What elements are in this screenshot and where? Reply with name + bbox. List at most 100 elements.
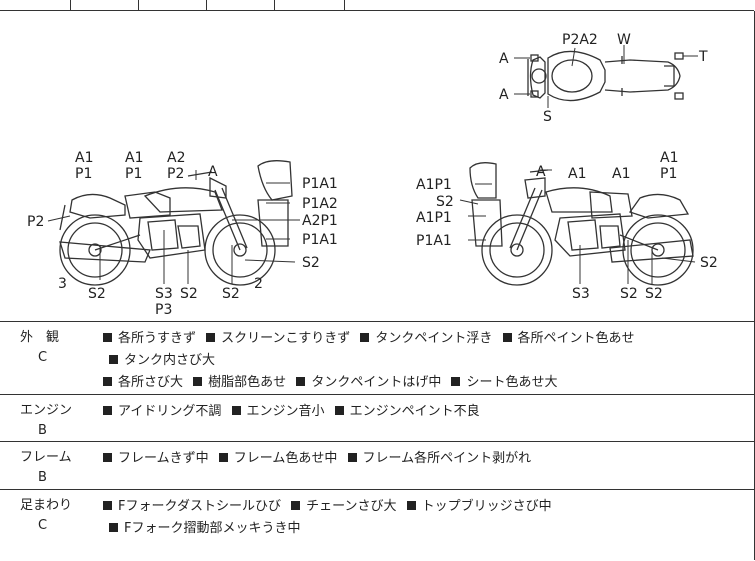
label-s2: S2 — [222, 286, 240, 302]
label-p2a2: P2A2 — [562, 32, 598, 48]
section-exterior: 外 観 C 各所うすきず スクリーンこすりきず タンクペイント浮き 各所ペイント… — [0, 322, 755, 395]
label-a1: A1 — [568, 166, 586, 182]
right-view-labels: A A1 A1 A1 P1 A1P1 S2 A1P1 P1A1 S2 S3 S2… — [416, 150, 718, 302]
label-s3: S3 — [572, 286, 590, 302]
defect-text: シート色あせ大 — [466, 375, 558, 390]
top-view-motorcycle — [527, 50, 684, 102]
label-s2: S2 — [180, 286, 198, 302]
section-category: フレーム — [20, 450, 72, 465]
defect-list: Fフォークダストシールひび チェーンさび大 トップブリッジさび中 Fフォーク摺動… — [103, 496, 743, 540]
defect-text: トップブリッジさび中 — [421, 499, 552, 514]
defect-list: アイドリング不調 エンジン音小 エンジンペイント不良 — [103, 401, 743, 423]
bullet-square-icon — [103, 501, 112, 510]
bullet-square-icon — [206, 333, 216, 342]
defect-item: トップブリッジさび中 — [401, 499, 552, 514]
defect-item: 各所ペイント色あせ — [497, 331, 635, 346]
label-p1: P1 — [75, 166, 92, 182]
label-w: W — [617, 32, 631, 48]
defect-text: エンジン音小 — [246, 404, 325, 419]
section-grade: B — [38, 423, 47, 438]
label-a1p1: A1P1 — [416, 210, 452, 226]
table-cell — [274, 0, 345, 10]
defect-item: タンクペイント浮き — [354, 331, 492, 346]
table-cell — [70, 0, 139, 10]
label-p2: P2 — [167, 166, 184, 182]
defect-text: 各所ペイント色あせ — [517, 331, 635, 346]
defect-list: 各所うすきず スクリーンこすりきず タンクペイント浮き 各所ペイント色あせ タン… — [103, 328, 743, 394]
defect-text: スクリーンこすりきず — [221, 331, 351, 346]
defect-item: タンク内さび大 — [103, 353, 215, 368]
label-p1a1: P1A1 — [416, 233, 452, 249]
label-a: A — [499, 51, 509, 67]
bullet-square-icon — [406, 501, 416, 510]
bullet-square-icon — [103, 453, 112, 462]
label-s2: S2 — [620, 286, 638, 302]
defect-item: フレーム色あせ中 — [213, 451, 338, 466]
bullet-square-icon — [291, 501, 301, 510]
right-view-motorcycle — [469, 162, 694, 286]
defect-text: タンクペイント浮き — [375, 331, 493, 346]
defect-list: フレームきず中 フレーム色あせ中 フレーム各所ペイント剥がれ — [103, 448, 743, 470]
label-s2: S2 — [700, 255, 718, 271]
defect-item: 樹脂部色あせ — [187, 375, 286, 390]
section-grade: C — [38, 518, 48, 533]
defect-item: フレームきず中 — [103, 451, 209, 466]
defect-text: 各所うすきず — [118, 331, 197, 346]
section-category: 足まわり — [20, 498, 73, 513]
section-engine: エンジン B アイドリング不調 エンジン音小 エンジンペイント不良 — [0, 395, 755, 442]
defect-item: 各所うすきず — [103, 331, 196, 346]
bullet-square-icon — [193, 377, 203, 386]
label-a1: A1 — [612, 166, 630, 182]
defect-item: フレーム各所ペイント剥がれ — [342, 451, 531, 466]
label-p1a2: P1A2 — [302, 196, 338, 212]
defect-text: タンク内さび大 — [124, 353, 216, 368]
section-suspension: 足まわり C Fフォークダストシールひび チェーンさび大 トップブリッジさび中 … — [0, 490, 755, 560]
defect-text: 各所さび大 — [118, 375, 184, 390]
label-p1a1: P1A1 — [302, 176, 338, 192]
section-grade: B — [38, 470, 47, 485]
section-category: 外 観 — [20, 330, 60, 345]
defect-text: 樹脂部色あせ — [208, 375, 287, 390]
bullet-square-icon — [231, 406, 241, 415]
section-header: 外 観 C — [20, 328, 90, 368]
label-a1: A1 — [75, 150, 93, 166]
bullet-square-icon — [103, 333, 112, 342]
label-a1p1: A1P1 — [416, 177, 452, 193]
label-p2: P2 — [27, 214, 44, 230]
damage-diagram: P2A2 W A A T S A1 P1 A1 P1 A2 P2 A P2 P1… — [0, 11, 755, 322]
table-top-row — [0, 0, 754, 11]
label-t: T — [698, 49, 708, 65]
label-s3: S3 — [155, 286, 173, 302]
bullet-square-icon — [109, 355, 118, 364]
bullet-square-icon — [103, 406, 112, 415]
bullet-square-icon — [334, 406, 344, 415]
label-a: A — [499, 87, 509, 103]
defect-text: フレーム色あせ中 — [233, 451, 338, 466]
section-grade: C — [38, 350, 48, 365]
label-s2: S2 — [645, 286, 663, 302]
defect-item: 各所さび大 — [103, 375, 183, 390]
bullet-square-icon — [103, 377, 112, 386]
motorcycle-diagram: P2A2 W A A T S A1 P1 A1 P1 A2 P2 A P2 P1… — [27, 32, 718, 318]
defect-item: チェーンさび大 — [285, 499, 396, 514]
label-a2: A2 — [167, 150, 185, 166]
defect-item: エンジン音小 — [226, 404, 325, 419]
defect-text: フレームきず中 — [118, 451, 209, 466]
label-p1a1: P1A1 — [302, 232, 338, 248]
section-header: エンジン B — [20, 401, 90, 441]
left-view-labels: A1 P1 A1 P1 A2 P2 A P2 P1A1 P1A2 A2P1 P1… — [27, 150, 338, 318]
label-p1: P1 — [660, 166, 677, 182]
label-s2: S2 — [302, 255, 320, 271]
defect-item: Fフォークダストシールひび — [103, 499, 281, 514]
left-view-motorcycle — [59, 160, 293, 286]
label-p3: P3 — [155, 302, 172, 318]
label-a1: A1 — [660, 150, 678, 166]
leader-lines — [47, 45, 698, 284]
label-3: 3 — [58, 276, 67, 292]
defect-text: Fフォーク摺動部メッキうき中 — [124, 521, 301, 536]
bullet-square-icon — [360, 333, 370, 342]
top-view-labels: P2A2 W A A T S — [499, 32, 708, 125]
label-s2: S2 — [88, 286, 106, 302]
defect-text: Fフォークダストシールひび — [118, 499, 281, 514]
defect-text: エンジンペイント不良 — [349, 404, 480, 419]
